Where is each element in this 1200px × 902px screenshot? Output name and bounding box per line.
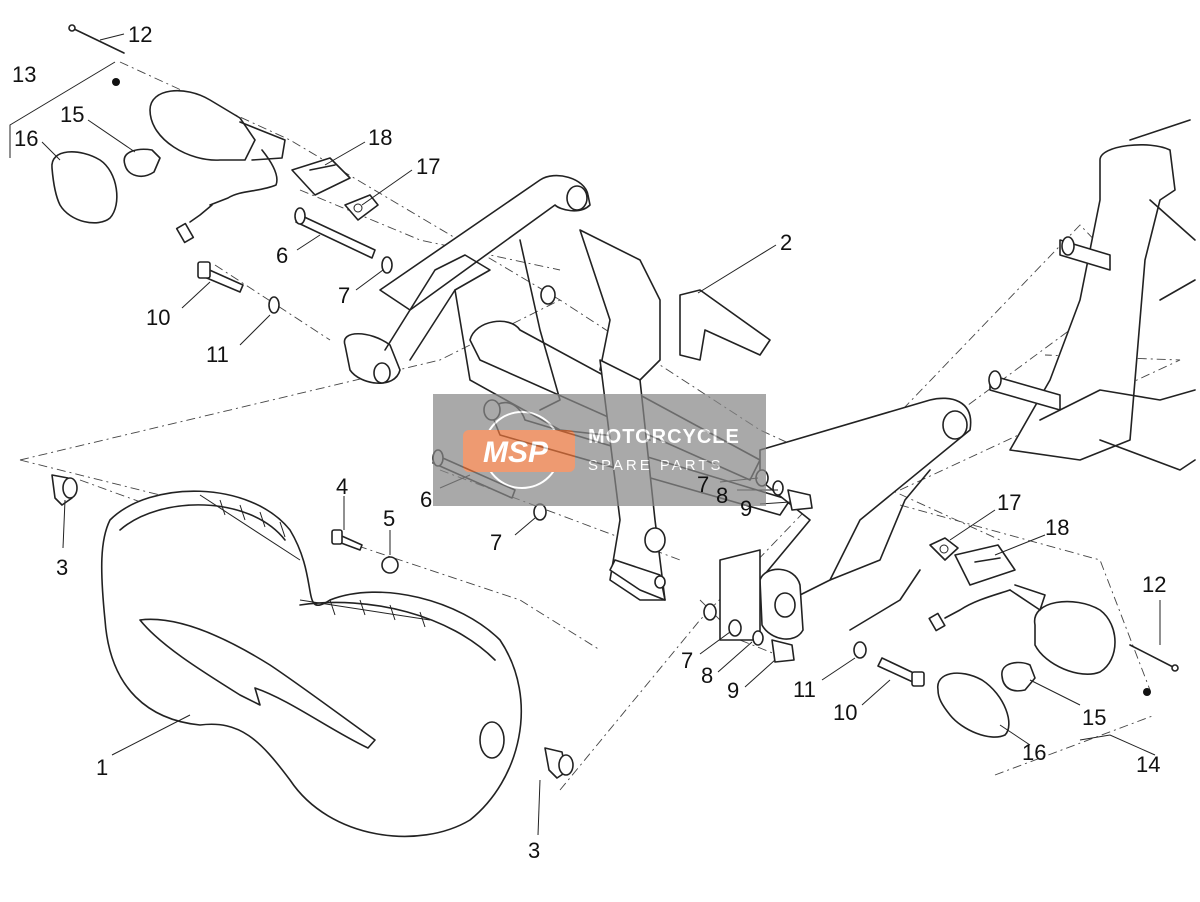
callout-11-top: 11 [206, 342, 229, 367]
watermark-logo: MSP [483, 436, 549, 469]
callout-7-top: 7 [338, 283, 350, 308]
callout-12-top: 12 [128, 22, 152, 47]
callout-16-right: 16 [1022, 740, 1046, 765]
watermark-logo-badge [463, 430, 575, 472]
turn-signal-right [928, 537, 1179, 738]
headlight-unit [100, 490, 522, 838]
msp-watermark: MSP MOTORCYCLE SPARE PARTS [433, 394, 766, 506]
callout-7-right-upper: 7 [697, 472, 709, 497]
callout-2: 2 [780, 230, 792, 255]
watermark-line2: SPARE PARTS [588, 457, 724, 474]
callout-15-right: 15 [1082, 705, 1106, 730]
callout-labels: 12 13 15 16 18 17 6 7 10 11 2 3 4 5 6 7 … [12, 22, 1166, 863]
callout-13: 13 [12, 62, 36, 87]
callout-7-center: 7 [490, 530, 502, 555]
vehicle-frame [988, 119, 1196, 471]
callout-9-upper: 9 [740, 496, 752, 521]
hardware-left [197, 157, 393, 314]
callout-18-right: 18 [1045, 515, 1069, 540]
callout-18-top: 18 [368, 125, 392, 150]
callout-11-right: 11 [793, 677, 816, 702]
callout-9-lower: 9 [727, 678, 739, 703]
callout-15-top: 15 [60, 102, 84, 127]
callout-1: 1 [96, 755, 108, 780]
callout-17-top: 17 [416, 154, 440, 179]
callout-12-right: 12 [1142, 572, 1166, 597]
callout-4: 4 [336, 474, 348, 499]
watermark-line1: MOTORCYCLE [588, 426, 740, 448]
callout-6-top: 6 [276, 243, 288, 268]
callout-3-left: 3 [56, 555, 68, 580]
callout-16-top: 16 [14, 126, 38, 151]
callout-17-right: 17 [997, 490, 1021, 515]
callout-6-center: 6 [420, 487, 432, 512]
callout-10-top: 10 [146, 305, 170, 330]
callout-5: 5 [383, 506, 395, 531]
callout-10-right: 10 [833, 700, 857, 725]
callout-7-lower: 7 [681, 648, 693, 673]
callout-14: 14 [1136, 752, 1160, 777]
callout-8-upper: 8 [716, 483, 728, 508]
callout-3-bottom: 3 [528, 838, 540, 863]
turn-signal-left [51, 24, 286, 244]
callout-8-lower: 8 [701, 663, 713, 688]
